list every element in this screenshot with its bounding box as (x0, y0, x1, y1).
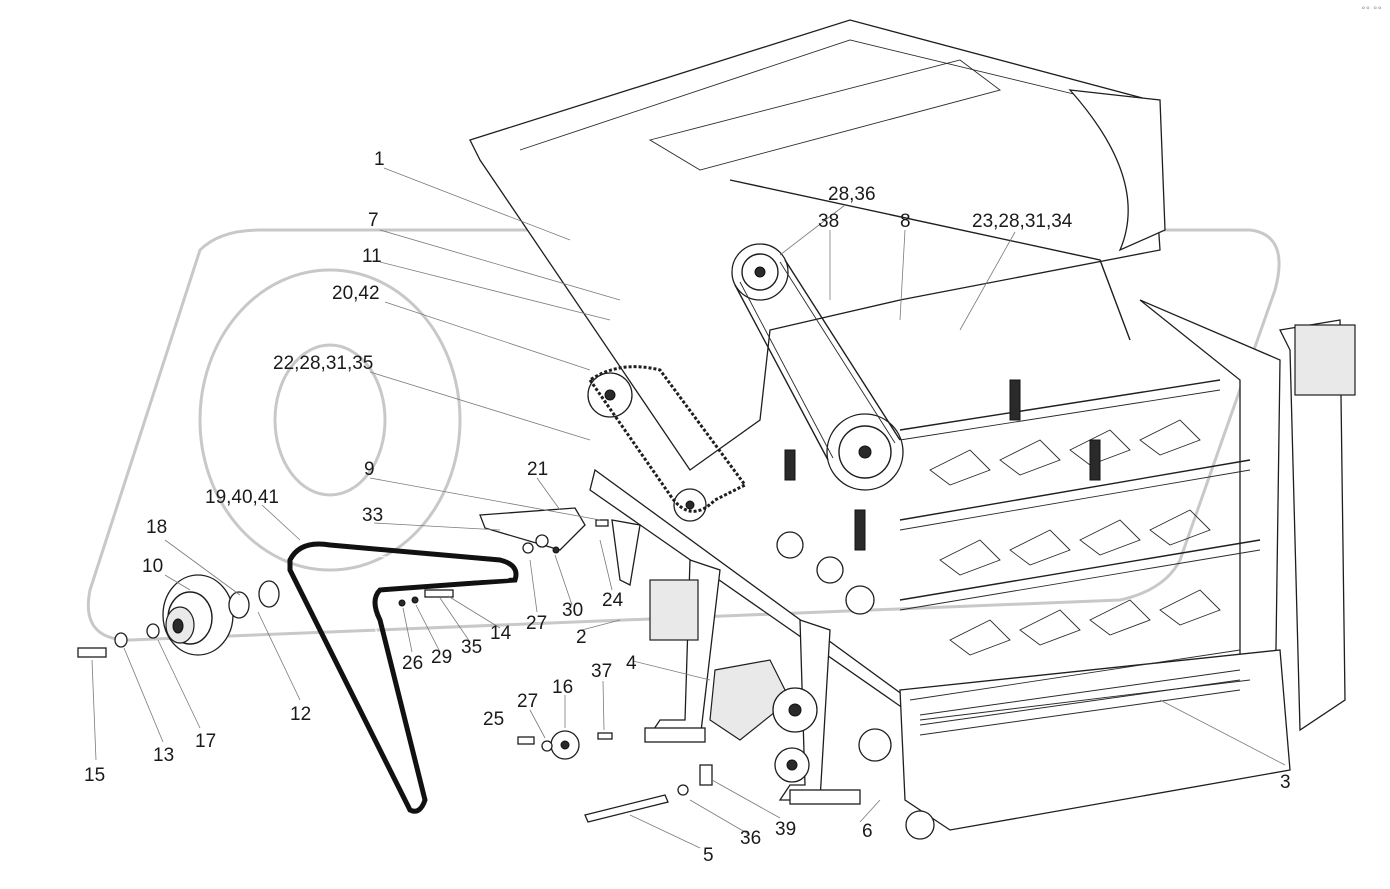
callout-29: 29 (431, 647, 453, 668)
callout-27-lower: 27 (517, 691, 539, 712)
callout-25: 25 (483, 709, 505, 730)
callout-24: 24 (602, 590, 624, 611)
callout-10: 10 (142, 556, 164, 577)
callout-28-36: 28,36 (828, 184, 876, 205)
callout-39: 39 (775, 819, 797, 840)
callout-22-28-31-35: 22,28,31,35 (273, 353, 374, 374)
callout-26: 26 (402, 653, 424, 674)
callout-35: 35 (461, 637, 483, 658)
paddle-rows (784, 379, 1261, 656)
callout-20-42: 20,42 (332, 283, 380, 304)
callout-19-40-41: 19,40,41 (205, 487, 279, 508)
callout-12: 12 (290, 704, 312, 725)
callout-7: 7 (368, 210, 379, 231)
callout-1: 1 (374, 149, 385, 170)
callout-37: 37 (591, 661, 613, 682)
callout-36: 36 (740, 828, 762, 849)
chain-drive (587, 365, 748, 522)
callout-5: 5 (703, 845, 714, 866)
callout-13: 13 (153, 745, 175, 766)
upper-belt-drive (731, 243, 904, 491)
main-housing (469, 19, 1356, 831)
callout-23-28-31-34: 23,28,31,34 (972, 211, 1073, 232)
bottom-grate (919, 669, 1241, 736)
callout-21: 21 (527, 459, 549, 480)
callout-8: 8 (900, 211, 911, 232)
callout-18: 18 (146, 517, 168, 538)
callout-4: 4 (626, 653, 637, 674)
callout-15: 15 (84, 765, 106, 786)
callout-33: 33 (362, 505, 384, 526)
callout-30: 30 (562, 600, 584, 621)
callout-38: 38 (818, 211, 840, 232)
leader-lines (91, 167, 1286, 849)
callout-27-upper: 27 (526, 613, 548, 634)
callout-16: 16 (552, 677, 574, 698)
corner-mark: °° °° (1361, 6, 1382, 16)
callout-11: 11 (362, 246, 382, 267)
callout-3: 3 (1280, 772, 1291, 793)
callout-17: 17 (195, 731, 217, 752)
callout-6: 6 (862, 821, 873, 842)
watermark (86, 228, 1281, 642)
callout-14: 14 (490, 623, 512, 644)
callout-2: 2 (576, 627, 587, 648)
gearbox (649, 531, 935, 840)
loose-parts (77, 507, 713, 823)
callout-9: 9 (364, 459, 375, 480)
